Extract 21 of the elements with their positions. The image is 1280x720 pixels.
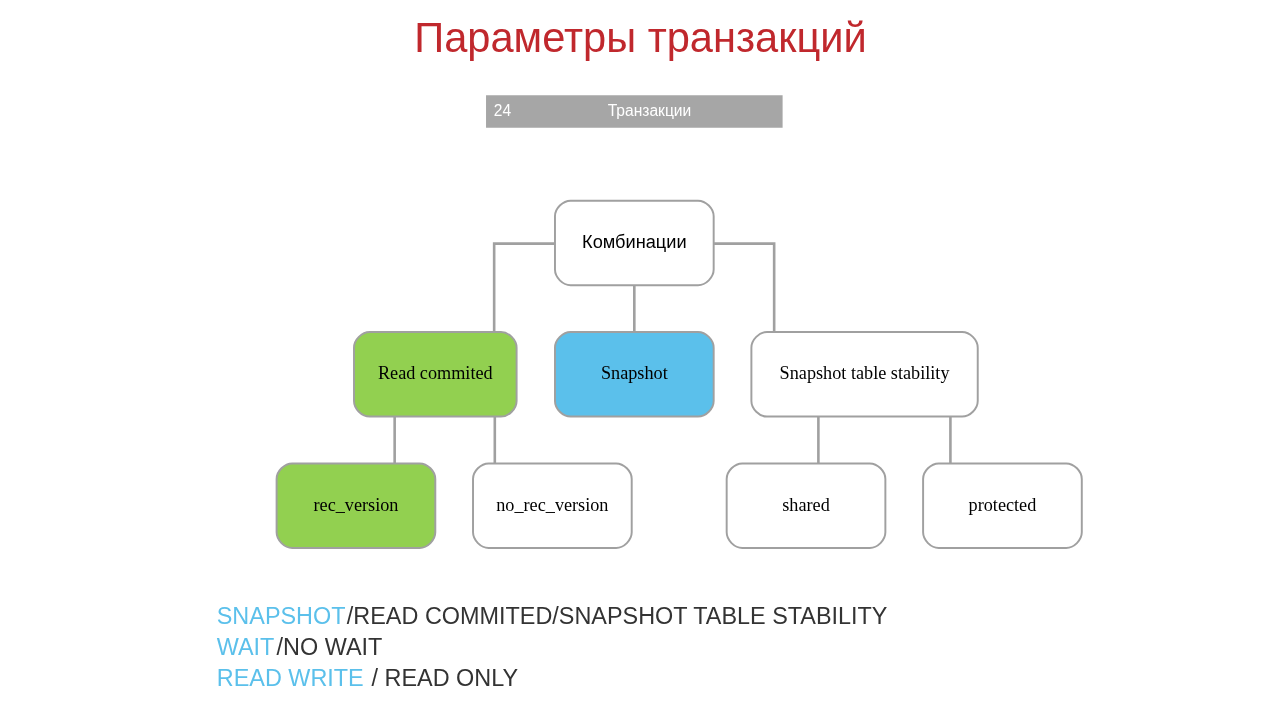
connector <box>948 416 952 463</box>
diagram-title: Параметры транзакций <box>413 13 867 61</box>
node-box: shared <box>725 462 886 549</box>
node-box: Read commited <box>352 331 518 418</box>
label: SNAPSHOT/READ COMMITED/SNAPSHOT TABLE STABILITY <box>216 602 887 629</box>
node-box: Snapshot table stability <box>749 331 979 418</box>
label: READ WRITE / READ ONLY <box>216 665 518 692</box>
connector <box>493 416 496 463</box>
node-box: rec_version <box>275 462 436 549</box>
connector <box>392 416 396 463</box>
label: 24 <box>493 102 511 120</box>
connector <box>492 242 555 332</box>
node-box: protected <box>921 462 1083 549</box>
label: WAIT/NO WAIT <box>216 634 382 661</box>
connector <box>816 416 820 463</box>
connector <box>713 242 775 332</box>
node-box: Комбинации <box>553 199 715 287</box>
connector <box>632 285 636 332</box>
node-box: Snapshot <box>553 331 715 418</box>
label: Транзакции <box>607 102 691 120</box>
node-box: no_rec_version <box>471 462 633 549</box>
